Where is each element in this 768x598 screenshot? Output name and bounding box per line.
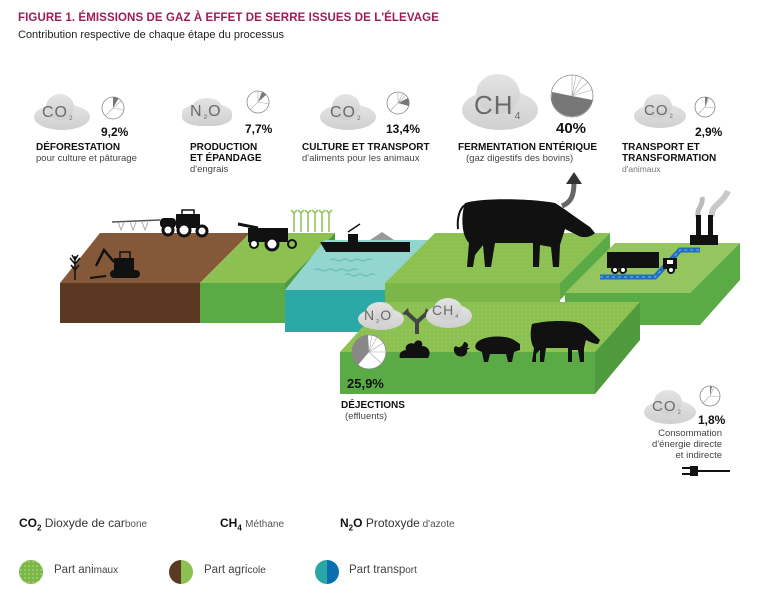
percent-enteric: 40% (556, 120, 587, 137)
stage-title-transport-2: TRANSFORMATION (622, 153, 717, 164)
methane-arrow-icon (560, 172, 582, 209)
pie-manure-icon (351, 334, 387, 370)
stage-subtitle-feed: d'aliments pour les animaux (302, 153, 420, 164)
cow-small-icon (530, 321, 600, 362)
percent-energy: 1,8% (698, 413, 726, 427)
stage-title-enteric: FERMENTATION ENTÉRIQUE (458, 142, 598, 153)
pie-enteric-icon (550, 74, 594, 118)
legend-co2: CO2 Dioxyde de carbone (19, 516, 148, 533)
pie-energy-icon (699, 385, 721, 407)
stage-title-transport-1: TRANSPORT ET (622, 142, 700, 153)
legend-swatch-agriculture (169, 560, 193, 584)
stage-title-feed: CULTURE ET TRANSPORT (302, 142, 430, 153)
n2o-cloud-manure: N2O (358, 302, 404, 330)
pie-feed-icon (386, 91, 410, 115)
chicken-icon (453, 342, 470, 360)
percent-feed: 13,4% (386, 122, 421, 136)
tractor-sprayer-icon (111, 209, 209, 238)
percent-manure: 25,9% (347, 376, 384, 391)
figure-subtitle: Contribution respective de chaque étape … (18, 29, 285, 41)
co2-cloud-deforestation: CO2 (34, 94, 90, 130)
co2-cloud-transport: CO2 (634, 94, 686, 128)
pie-deforestation-icon (101, 96, 125, 120)
ch4-cloud-manure: CH4 (426, 298, 472, 328)
excavator-icon (89, 247, 140, 279)
tree-icon (69, 254, 81, 280)
figure-title: FIGURE 1. ÉMISSIONS DE GAZ À EFFET DE SE… (18, 12, 439, 24)
stage-title-manure: DÉJECTIONS (341, 400, 405, 411)
legend-ch4: CH4 Méthane (220, 516, 285, 533)
legend-label-agriculture: Part agricole (204, 564, 266, 576)
percent-transport: 2,9% (695, 125, 723, 139)
pig-icon (475, 336, 520, 362)
stage-title-fertiliser-2: ET ÉPANDAGE (190, 153, 262, 164)
stage-subtitle-manure: (effluents) (345, 411, 388, 422)
combine-harvester-icon (237, 222, 297, 252)
stage-title-deforestation: DÉFORESTATION (36, 142, 121, 153)
pie-transport-icon (694, 96, 716, 118)
stage-subtitle-energy-1: Consommation (658, 428, 722, 439)
stage-title-fertiliser-1: PRODUCTION (190, 142, 258, 153)
co2-cloud-feed: CO2 (320, 94, 376, 130)
legend-label-transport: Part transport (349, 564, 417, 576)
ch4-cloud-enteric: CH4 (462, 74, 538, 130)
stage-subtitle-deforestation: pour culture et pâturage (36, 153, 137, 164)
stage-subtitle-energy-3: et indirecte (675, 450, 722, 461)
pie-fertiliser-icon (246, 90, 270, 114)
legend-n2o: N2O Protoxyde d'azote (340, 516, 455, 533)
factory-icon (690, 189, 731, 245)
wheat-icon (290, 209, 333, 232)
manure-icon (399, 340, 430, 358)
n2o-cloud-fertiliser: N2O (182, 98, 232, 126)
percent-fertiliser: 7,7% (245, 122, 273, 136)
legend-swatch-transport (315, 560, 339, 584)
co2-cloud-energy: CO2 (644, 390, 696, 424)
cow-icon (456, 199, 595, 267)
power-plug-icon (682, 466, 730, 476)
barge-icon (320, 223, 410, 252)
legend-swatch-animals (19, 560, 43, 584)
stage-subtitle-energy-2: d'énergie directe (652, 439, 722, 450)
legend-label-animals: Part animaux (54, 564, 119, 576)
stage-subtitle-fertiliser: d'engrais (190, 164, 229, 175)
stage-subtitle-transport: d'animaux (622, 164, 661, 174)
stage-subtitle-enteric: (gaz digestifs des bovins) (466, 153, 574, 164)
percent-deforestation: 9,2% (101, 125, 129, 139)
truck-icon (607, 252, 677, 274)
